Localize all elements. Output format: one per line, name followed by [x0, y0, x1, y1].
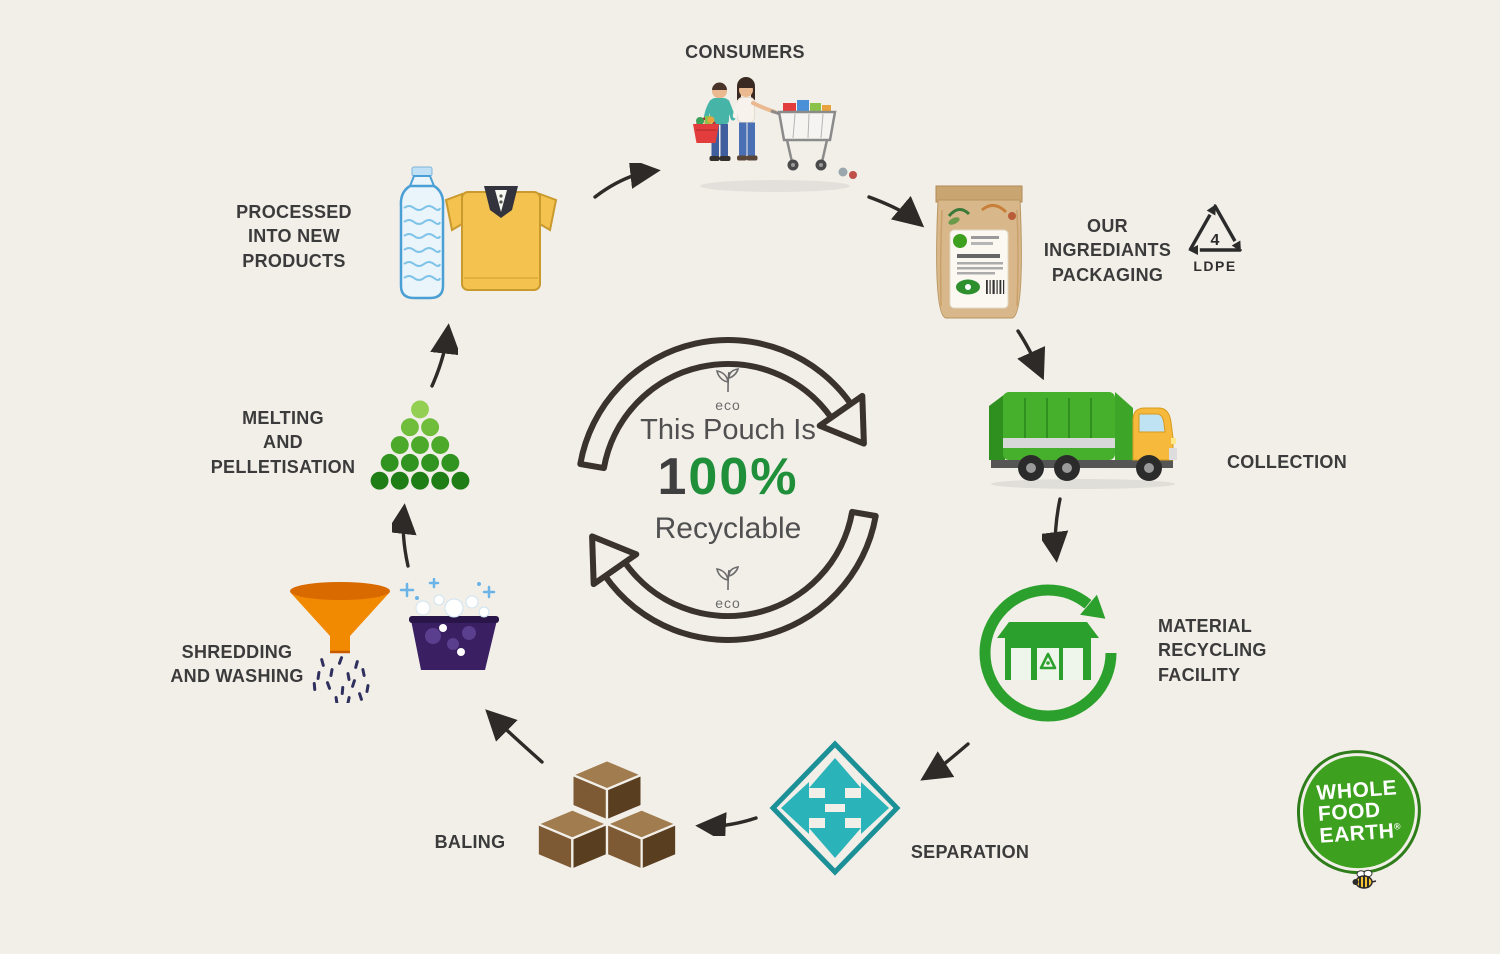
eco-label: eco: [715, 595, 741, 611]
facility-label: MATERIAL RECYCLING FACILITY: [1158, 616, 1267, 685]
melting-label: MELTING AND PELLETISATION: [210, 408, 356, 477]
pouch-icon: [935, 185, 1023, 319]
separation-label: SEPARATION: [910, 842, 1030, 862]
flow-arrow-packaging-to-collection-icon: [1016, 329, 1046, 381]
percent-prefix: 1: [657, 448, 689, 506]
center-line2: Recyclable: [654, 512, 802, 545]
garbage-truck-icon: [989, 392, 1177, 489]
logo-line3: EARTH®: [1318, 819, 1402, 848]
resin-number: 4: [1211, 232, 1220, 249]
baling-label: BALING: [434, 832, 506, 852]
eco-badge-top: eco: [702, 368, 754, 413]
shredding-label: SHREDDING AND WASHING: [170, 642, 304, 687]
products-label: PROCESSED INTO NEW PRODUCTS: [236, 202, 352, 271]
eco-label: eco: [715, 397, 741, 413]
resin-material-label: LDPE: [1193, 258, 1237, 274]
flow-arrow-separation-to-baling-icon: [695, 812, 758, 836]
collection-label: COLLECTION: [1227, 452, 1347, 472]
cycle-arrows-icon: [577, 337, 879, 643]
flow-arrow-products-to-consumers-icon: [593, 163, 661, 199]
separation-icon: [769, 740, 901, 876]
eco-badge-bottom: eco: [702, 566, 754, 611]
recycling-facility-icon: [979, 584, 1117, 722]
percent-zeros: 00: [688, 448, 751, 506]
eco-sprout-icon: [715, 566, 740, 591]
flow-arrow-baling-to-shredding-icon: [485, 709, 544, 764]
consumers-label: CONSUMERS: [685, 42, 805, 62]
eco-sprout-icon: [715, 368, 740, 393]
flow-arrow-shredding-to-melting-icon: [392, 503, 417, 568]
flow-arrow-collection-to-facility-icon: [1042, 497, 1069, 563]
flow-arrow-facility-to-separation-icon: [920, 742, 970, 781]
bee-icon: [1352, 869, 1377, 889]
flow-arrow-consumers-to-packaging-icon: [867, 195, 925, 228]
baling-icon: [536, 759, 678, 871]
resin-code-icon: 4: [1188, 204, 1242, 255]
center-percent: 100%: [600, 450, 856, 505]
pellets-icon: [370, 400, 470, 490]
shredding-washing-icon: [290, 578, 499, 703]
whole-food-earth-logo: WHOLE FOOD EARTH®: [1299, 752, 1419, 872]
percent-sign: %: [750, 448, 799, 506]
packaging-label: OUR INGREDIANTS PACKAGING: [1043, 216, 1172, 285]
bottle-shirt-icon: [399, 166, 558, 300]
center-line1: This Pouch Is: [640, 414, 816, 446]
flow-arrow-melting-to-products-icon: [430, 323, 458, 388]
consumers-icon: [693, 77, 857, 192]
registered-mark: ®: [1393, 820, 1402, 832]
